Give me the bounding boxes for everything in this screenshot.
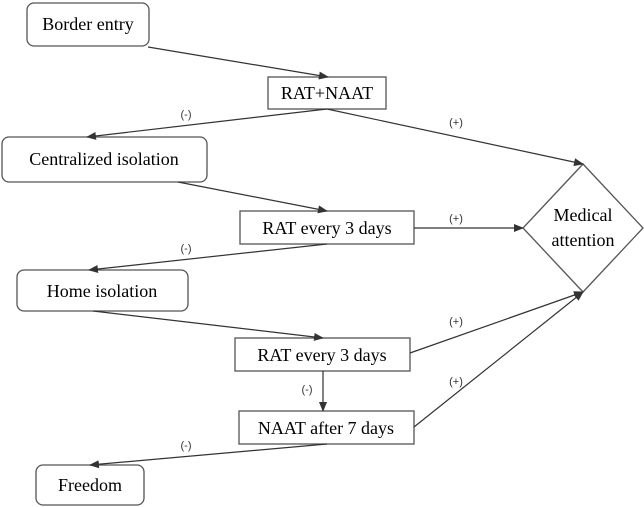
arrow-naat-to-medical bbox=[413, 291, 584, 428]
edge-label-negative-2: (-) bbox=[181, 243, 192, 255]
edge-label-negative-1: (-) bbox=[181, 109, 192, 121]
edge-label-positive-4: (+) bbox=[449, 376, 463, 388]
rat-naat-label: RAT+NAAT bbox=[281, 83, 373, 103]
home-isolation-box bbox=[16, 269, 189, 312]
edge-label-positive-1: (+) bbox=[449, 117, 463, 129]
centralized-isolation-label: Centralized isolation bbox=[29, 149, 178, 169]
arrow-rat-naat-to-medical bbox=[326, 108, 584, 167]
arrow-centralized-to-rat1 bbox=[177, 181, 328, 214]
edge-label-positive-3: (+) bbox=[449, 316, 463, 328]
medical-attention-diamond bbox=[522, 163, 644, 293]
naat-after-7-days-label: NAAT after 7 days bbox=[258, 418, 394, 438]
edge-label-negative-4: (-) bbox=[181, 440, 192, 452]
arrow-rat2-to-medical bbox=[409, 291, 584, 354]
arrow-naat-to-freedom bbox=[89, 443, 328, 469]
centralized-isolation-box bbox=[1, 136, 208, 183]
rat-every-3-days-label-2: RAT every 3 days bbox=[257, 345, 386, 365]
arrow-rat1-to-home bbox=[88, 243, 328, 273]
rat-naat-box bbox=[267, 76, 387, 110]
border-entry-box bbox=[26, 2, 150, 47]
arrow-border-to-rat-naat bbox=[147, 46, 329, 80]
home-isolation-label: Home isolation bbox=[47, 281, 158, 301]
arrow-rat-naat-to-centralized bbox=[86, 108, 328, 140]
edge-label-positive-2: (+) bbox=[449, 213, 463, 225]
freedom-label: Freedom bbox=[58, 475, 122, 495]
medical-attention-label-line1: Medical bbox=[554, 205, 613, 225]
edge-label-negative-3: (-) bbox=[302, 384, 313, 396]
rat-every-3-days-label-1: RAT every 3 days bbox=[262, 218, 391, 238]
arrow-home-to-rat2 bbox=[92, 310, 324, 341]
border-entry-label: Border entry bbox=[42, 14, 133, 34]
medical-attention-label-line2: attention bbox=[552, 230, 615, 250]
